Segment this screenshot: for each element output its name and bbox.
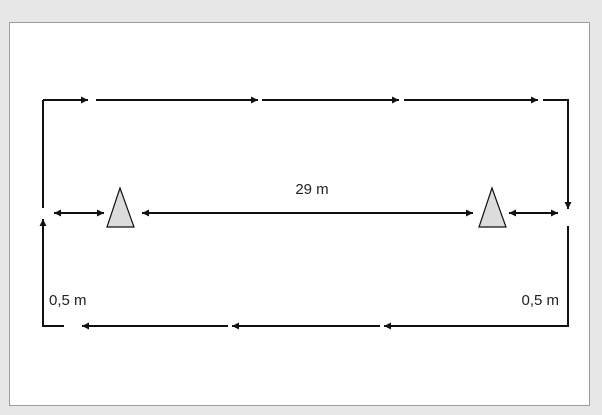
bottom-right-corner: [384, 226, 569, 330]
bottom-path: [39, 100, 569, 330]
bottom-left-corner: [39, 219, 64, 327]
right-cone-icon: [478, 186, 507, 228]
distance-label: 29 m: [295, 181, 328, 198]
right-offset-label: 0,5 m: [521, 292, 559, 309]
top-right-corner: [543, 99, 572, 209]
top-path: [43, 96, 572, 209]
left-offset-label: 0,5 m: [49, 292, 87, 309]
left-cone-icon: [106, 186, 135, 228]
